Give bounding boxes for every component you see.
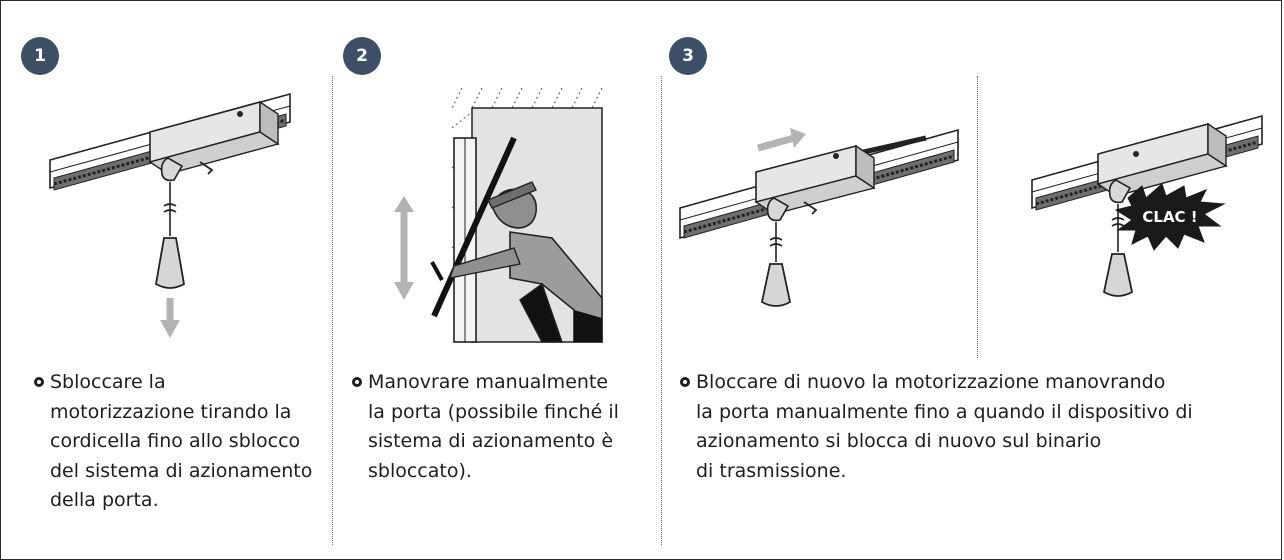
clac-text: CLAC ! [1142,208,1197,226]
step-1-badge: 1 [21,37,59,75]
clac-lock-illustration: CLAC ! [1031,114,1263,297]
step-3-line: azionamento si blocca di nuovo sul binar… [696,430,1102,452]
rail-unlock-illustration [49,92,291,338]
step-2-line: Manovrare manualmente [368,371,609,393]
bullet-icon [34,377,44,387]
clac-burst [1114,183,1226,251]
step-2-badge: 2 [343,37,381,75]
step-3-line: la porta manualmente fino a quando il di… [696,400,1193,423]
step-1-line: motorizzazione tirando la [50,400,292,423]
step-1-line: Sbloccare la [50,371,166,393]
step-2-line: sbloccato). [368,459,472,482]
step-1-line: del sistema di azionamento [50,459,313,482]
rail-relock-illustration [679,128,959,307]
step-2-line: la porta (possibile finché il [368,400,619,423]
step-2-line: sistema di azionamento è [368,430,614,452]
manual-door-illustration [394,88,603,343]
column-divider [661,76,662,545]
bullet-icon [680,377,690,387]
step-1-line: della porta. [50,489,159,511]
step-3-badge: 3 [669,37,707,75]
step-3-line: di trasmissione. [696,459,847,482]
step-2-description: Manovrare manualmente la porta (possibil… [352,368,656,486]
step-3-line: Bloccare di nuovo la motorizzazione mano… [696,371,1166,393]
step-1-line: cordicella fino allo sblocco [50,430,301,452]
step-1-description: Sbloccare la motorizzazione tirando la c… [34,368,326,516]
column-divider [332,76,333,545]
column-divider [977,76,978,358]
step-3-description: Bloccare di nuovo la motorizzazione mano… [680,368,1270,486]
bullet-icon [352,377,362,387]
